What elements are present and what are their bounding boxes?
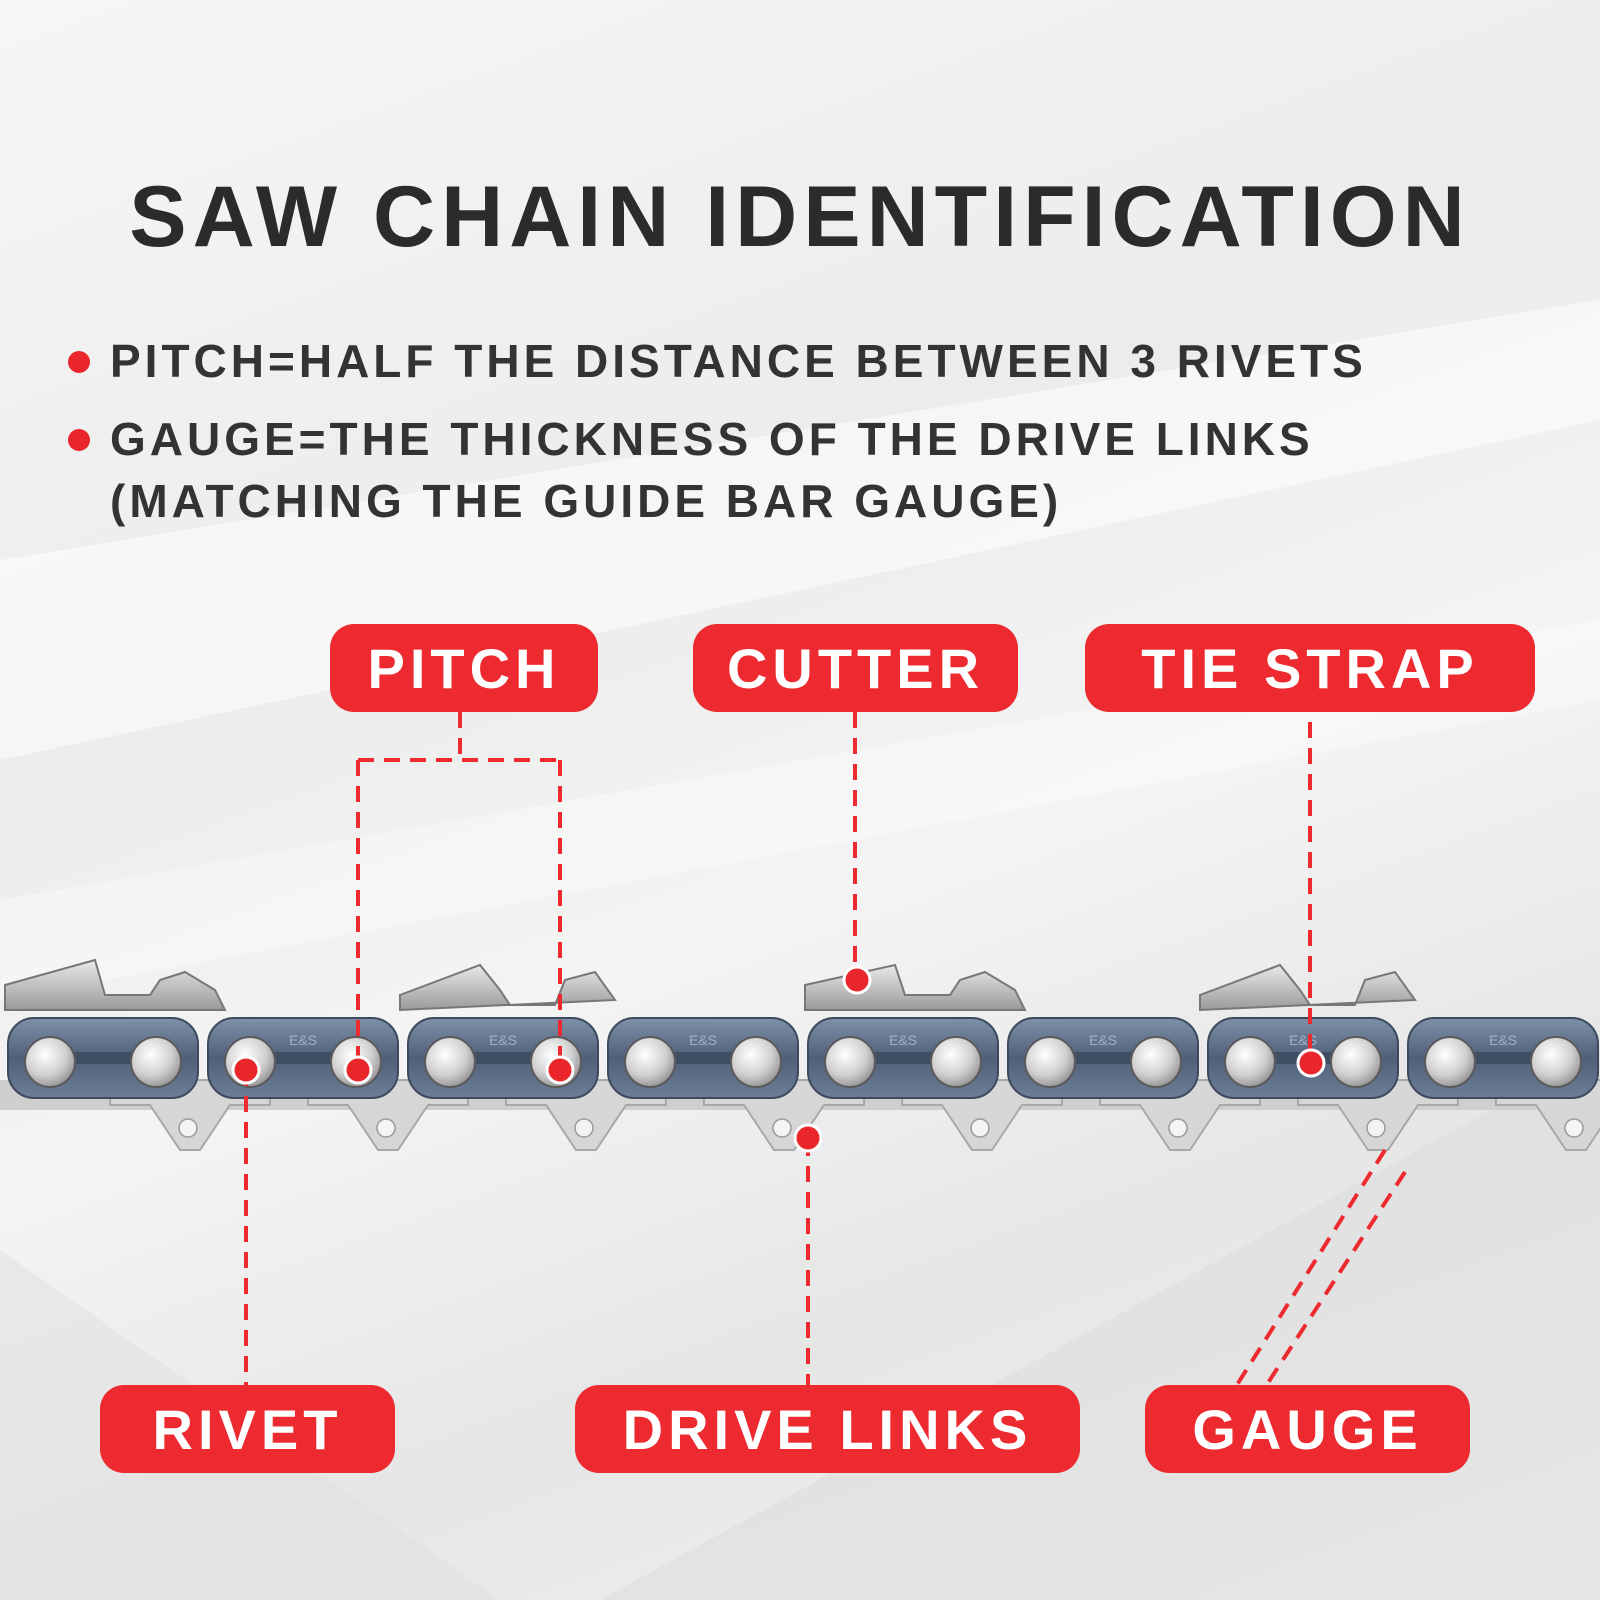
link-stamp-text: E&S	[1289, 1032, 1317, 1048]
rivet	[1424, 1036, 1476, 1088]
rivet	[624, 1036, 676, 1088]
drive-link-hole	[376, 1118, 396, 1138]
cutter-4	[1199, 963, 1417, 1012]
bullet-dot-icon	[68, 429, 90, 451]
side-plate-groove	[1070, 1052, 1136, 1064]
chain-cutters	[4, 958, 1417, 1012]
pitch-rivet-marker-2	[545, 1055, 575, 1085]
leader-lines	[244, 712, 1407, 1394]
pitch-label: PITCH	[330, 624, 598, 712]
cutter-2	[399, 963, 617, 1012]
pitch-definition-text: PITCH=HALF THE DISTANCE BETWEEN 3 RIVETS	[110, 335, 1367, 387]
side-plate-groove	[670, 1052, 736, 1064]
drive-link-hole	[970, 1118, 990, 1138]
cutter-label: CUTTER	[693, 624, 1018, 712]
link-stamp-text: E&S	[289, 1032, 317, 1048]
link-stamp-text: E&S	[1089, 1032, 1117, 1048]
gauge-definition-text: GAUGE=THE THICKNESS OF THE DRIVE LINKS	[110, 413, 1314, 465]
rivet	[730, 1036, 782, 1088]
gauge-definition: GAUGE=THE THICKNESS OF THE DRIVE LINKS (…	[68, 408, 1314, 532]
side-plate-groove	[70, 1052, 136, 1064]
pitch-rivet-marker-1	[343, 1055, 373, 1085]
cutter-1	[4, 958, 227, 1011]
rivet	[424, 1036, 476, 1088]
drive-links-label: DRIVE LINKS	[575, 1385, 1080, 1473]
cutter-marker	[842, 965, 872, 995]
link-stamp-text: E&S	[889, 1032, 917, 1048]
gauge-leader-line-a	[1233, 1148, 1387, 1390]
link-stamp-text: E&S	[689, 1032, 717, 1048]
rivet	[1024, 1036, 1076, 1088]
rivet	[1330, 1036, 1382, 1088]
side-plate-groove	[270, 1052, 336, 1064]
rivet-label: RIVET	[100, 1385, 395, 1473]
tie-strap-marker	[1296, 1048, 1326, 1078]
bullet-dot-icon	[68, 351, 90, 373]
drive-link-hole	[1366, 1118, 1386, 1138]
rivet	[824, 1036, 876, 1088]
rivet	[24, 1036, 76, 1088]
rivet	[930, 1036, 982, 1088]
cutter-3	[804, 963, 1027, 1011]
side-plate-groove	[470, 1052, 536, 1064]
drive-link-hole	[772, 1118, 792, 1138]
side-plate-groove	[1470, 1052, 1536, 1064]
tie-strap-label: TIE STRAP	[1085, 624, 1535, 712]
drive-link-hole	[574, 1118, 594, 1138]
rivet-marker	[231, 1055, 261, 1085]
rivet	[130, 1036, 182, 1088]
link-stamp-text: E&S	[1489, 1032, 1517, 1048]
gauge-definition-note: (MATCHING THE GUIDE BAR GAUGE)	[110, 475, 1063, 527]
rivet	[1224, 1036, 1276, 1088]
drive-links-marker	[793, 1123, 823, 1153]
pitch-definition: PITCH=HALF THE DISTANCE BETWEEN 3 RIVETS	[68, 330, 1367, 392]
side-plate-groove	[870, 1052, 936, 1064]
drive-link-hole	[178, 1118, 198, 1138]
page-title: SAW CHAIN IDENTIFICATION	[129, 169, 1471, 265]
pitch-bracket-line	[356, 712, 562, 1070]
rivet	[1530, 1036, 1582, 1088]
gauge-label: GAUGE	[1145, 1385, 1470, 1473]
drive-link-hole	[1168, 1118, 1188, 1138]
gauge-leader-line-b	[1260, 1170, 1407, 1394]
rivet	[1130, 1036, 1182, 1088]
drive-link-hole	[1564, 1118, 1584, 1138]
marker-dots	[231, 965, 1326, 1153]
link-stamp-text: E&S	[489, 1032, 517, 1048]
